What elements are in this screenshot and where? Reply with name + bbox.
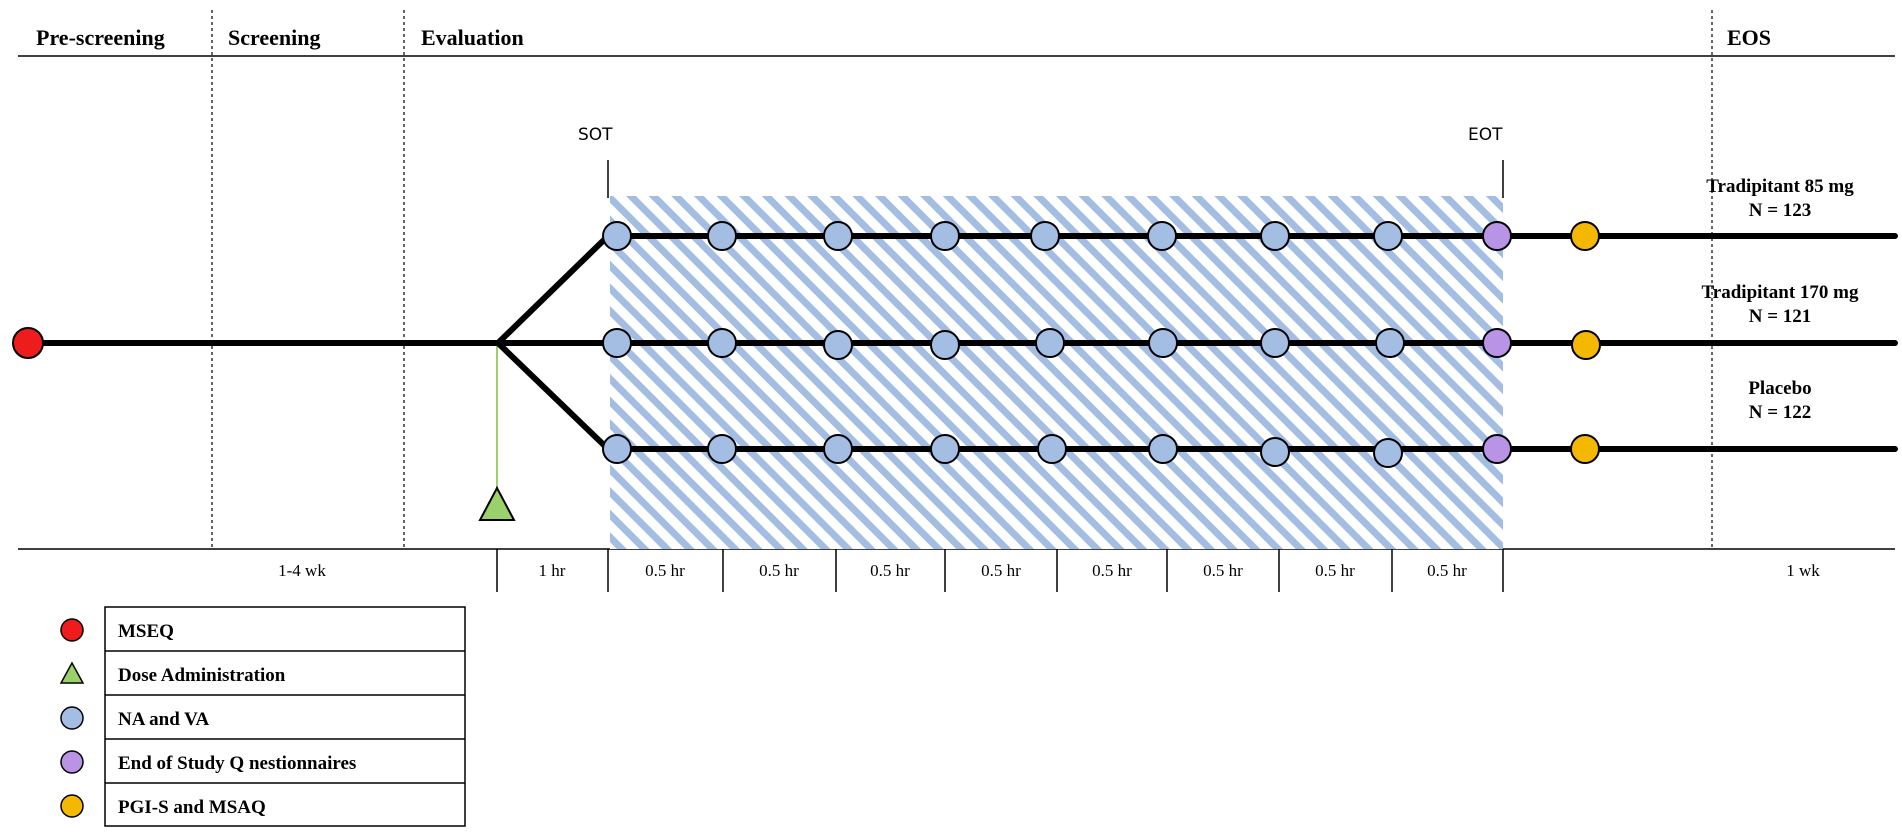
arm-label-85mg: Tradipitant 85 mg (1706, 176, 1854, 197)
arm-placebo-markers (602, 434, 1600, 468)
assessment-marker (602, 328, 632, 358)
assessment-marker (707, 328, 737, 358)
legend-eos-questionnaire-icon (60, 750, 84, 774)
mseq-marker (12, 327, 44, 359)
assessment-marker (1373, 221, 1403, 251)
assessment-marker (1030, 221, 1060, 251)
arm-n-170mg: N = 121 (1749, 306, 1812, 327)
duration-interval: 0.5 hr (981, 561, 1021, 580)
eos-questionnaire-marker (1482, 328, 1512, 358)
phase-evaluation: Evaluation (421, 25, 524, 50)
assessment-marker (1035, 328, 1065, 358)
assessment-marker (707, 221, 737, 251)
assessment-marker (707, 434, 737, 464)
assessment-marker (1260, 221, 1290, 251)
sot-label: SOT (578, 125, 613, 145)
eot-label: EOT (1468, 125, 1503, 145)
legend: MSEQ Dose Administration NA and VA End o… (59, 606, 466, 827)
assessment-marker (930, 330, 960, 360)
duration-predose: 1 hr (539, 561, 566, 580)
dose-marker-icon (478, 485, 516, 521)
assessment-marker (1148, 328, 1178, 358)
arm-n-85mg: N = 123 (1749, 200, 1812, 221)
duration-interval: 0.5 hr (645, 561, 685, 580)
assessment-marker (1260, 437, 1290, 467)
legend-dose-icon (59, 661, 85, 684)
legend-table (104, 606, 466, 827)
eos-questionnaire-marker (1482, 221, 1512, 251)
assessment-marker (823, 434, 853, 464)
treatment-period-region (610, 196, 1503, 549)
duration-interval: 0.5 hr (870, 561, 910, 580)
pgis-msaq-marker (1570, 221, 1600, 251)
duration-screening: 1-4 wk (278, 561, 326, 580)
legend-na-va-icon (60, 706, 84, 730)
assessment-marker (823, 221, 853, 251)
phase-prescreening: Pre-screening (36, 25, 165, 50)
duration-followup: 1 wk (1786, 561, 1820, 580)
assessment-marker (1373, 438, 1403, 468)
legend-pgis-msaq-icon (60, 794, 84, 818)
assessment-marker (1148, 434, 1178, 464)
arm-170mg-markers (602, 328, 1601, 360)
duration-interval: 0.5 hr (1092, 561, 1132, 580)
arm-n-placebo: N = 122 (1749, 402, 1812, 423)
assessment-marker (1037, 434, 1067, 464)
arm-label-placebo: Placebo (1748, 378, 1811, 399)
phase-eos: EOS (1727, 25, 1771, 50)
assessment-marker (930, 434, 960, 464)
assessment-marker (602, 221, 632, 251)
pgis-msaq-marker (1571, 330, 1601, 360)
duration-interval: 0.5 hr (1427, 561, 1467, 580)
duration-interval: 0.5 hr (1315, 561, 1355, 580)
assessment-marker (1260, 328, 1290, 358)
eos-questionnaire-marker (1482, 434, 1512, 464)
pgis-msaq-marker (1570, 434, 1600, 464)
legend-dose-label: Dose Administration (118, 665, 286, 686)
assessment-marker (1375, 328, 1405, 358)
phase-screening: Screening (228, 25, 320, 50)
assessment-marker (823, 330, 853, 360)
legend-pgis-msaq-label: PGI-S and MSAQ (118, 797, 266, 818)
legend-mseq-label: MSEQ (118, 621, 174, 642)
arm-85mg-markers (602, 221, 1600, 251)
duration-interval: 0.5 hr (1203, 561, 1243, 580)
assessment-marker (930, 221, 960, 251)
legend-mseq-icon (60, 618, 84, 642)
arm-label-170mg: Tradipitant 170 mg (1702, 282, 1859, 303)
legend-na-va-label: NA and VA (118, 709, 209, 730)
legend-eos-questionnaire-label: End of Study Q nestionnaires (118, 753, 356, 774)
duration-interval: 0.5 hr (759, 561, 799, 580)
assessment-marker (602, 434, 632, 464)
duration-ticks (496, 549, 1504, 592)
assessment-marker (1147, 221, 1177, 251)
